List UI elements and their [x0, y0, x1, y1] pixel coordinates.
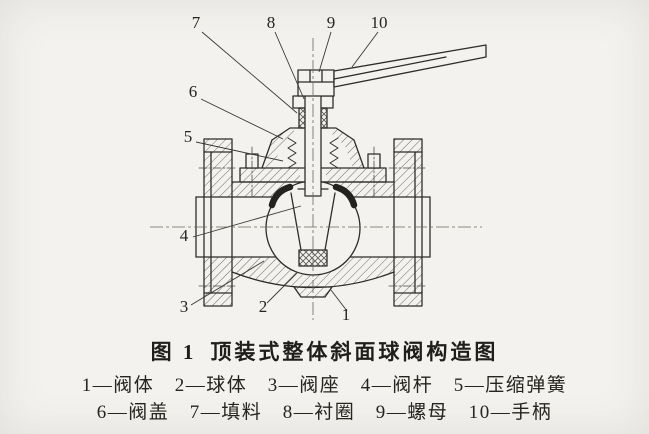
valve-cross-section-diagram: 7 8 9 10 6 5 4 3 2 1: [150, 13, 487, 324]
stem-nut: [297, 69, 335, 97]
callout-9: 9: [327, 13, 336, 32]
handle: [333, 44, 487, 88]
callout-1: 1: [342, 305, 351, 324]
callout-6: 6: [189, 82, 198, 101]
leader-3: [190, 260, 265, 306]
callout-2: 2: [259, 297, 268, 316]
leader-7: [201, 31, 298, 114]
centerlines: [150, 38, 482, 320]
callout-5: 5: [184, 127, 193, 146]
legend-line-1: 1—阀体 2—球体 3—阀座 4—阀杆 5—压缩弹簧: [81, 375, 568, 396]
valve-body-drawing: [195, 44, 487, 307]
figure-number: 图 1: [150, 340, 197, 364]
legend-line-2: 6—阀盖 7—填料 8—衬圈 9—螺母 10—手柄: [96, 402, 553, 423]
figure-title: 顶装式整体斜面球阀构造图: [210, 340, 499, 364]
callout-8: 8: [267, 13, 276, 32]
seat-seal-left: [268, 183, 294, 209]
leader-9: [318, 31, 332, 73]
right-flange: [388, 138, 431, 307]
callout-3: 3: [180, 297, 189, 316]
leader-4: [192, 205, 302, 238]
callout-10: 10: [371, 13, 388, 32]
callout-numbers: 7 8 9 10 6 5 4 3 2 1: [180, 13, 388, 324]
seat-seal-right: [332, 183, 358, 209]
leader-2: [266, 272, 298, 304]
compression-spring: [287, 137, 297, 169]
leader-8: [274, 31, 305, 100]
ball: [265, 180, 361, 276]
figure-caption: 图 1 顶装式整体斜面球阀构造图: [0, 336, 649, 366]
leader-lines: [190, 31, 379, 312]
leader-5: [195, 141, 284, 162]
figure-legend: 1—阀体 2—球体 3—阀座 4—阀杆 5—压缩弹簧 6—阀盖 7—填料 8—衬…: [0, 372, 649, 426]
callout-7: 7: [192, 13, 201, 32]
leader-6: [200, 98, 284, 140]
leader-10: [351, 31, 379, 68]
callout-4: 4: [180, 226, 189, 245]
leader-1: [330, 289, 348, 312]
